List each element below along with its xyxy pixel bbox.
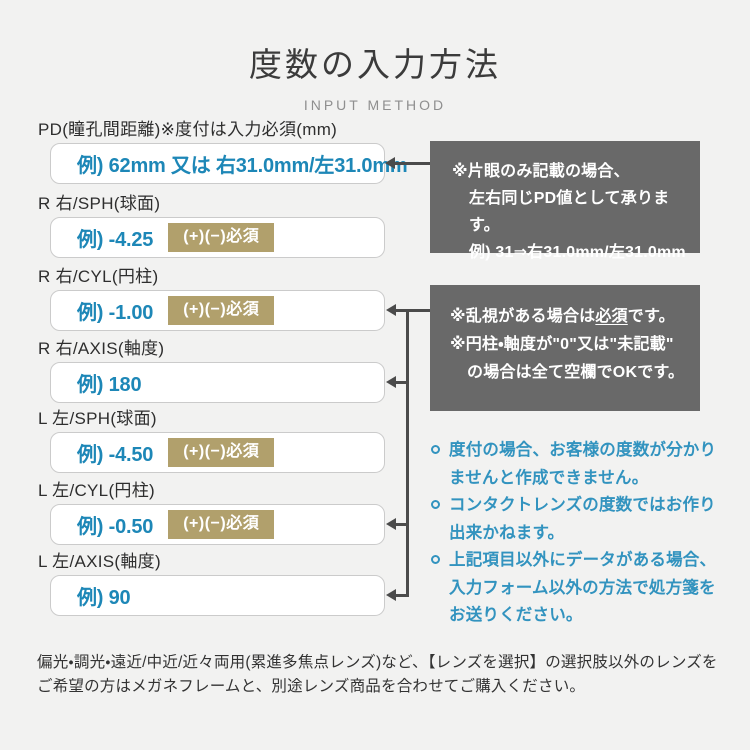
note-text: コンタクトレンズの度数ではお作り出来かねます。: [449, 496, 716, 542]
field-label-r-sph: R 右/SPH(球面): [38, 194, 161, 213]
l-cyl-example-box: 例) -0.50 (+)(−)必須: [50, 504, 385, 545]
header: 度数の入力方法 INPUT METHOD: [0, 38, 750, 113]
arrow-left-icon: [386, 376, 396, 388]
notes-list: 度付の場合、お客様の度数が分かりませんと作成できません。 コンタクトレンズの度数…: [431, 437, 723, 630]
circle-bullet-icon: [431, 445, 440, 454]
l-axis-example-value: 例) 90: [77, 587, 131, 609]
arrow-left-icon: [386, 589, 396, 601]
field-label-pd: PD(瞳孔間距離)※度付は入力必須(mm): [38, 120, 338, 139]
r-axis-example-box: 例) 180: [50, 362, 385, 403]
note-text: 上記項目以外にデータがある場合、入力フォーム以外の方法で処方箋をお送りください。: [449, 551, 717, 624]
field-label-r-cyl: R 右/CYL(円柱): [38, 267, 159, 286]
note-item: 上記項目以外にデータがある場合、入力フォーム以外の方法で処方箋をお送りください。: [431, 547, 723, 630]
astigmatism-note-callout: ※乱視がある場合は必須です。 ※円柱・軸度が"0"又は"未記載" の場合は全て空…: [430, 285, 700, 411]
field-label-l-cyl: L 左/CYL(円柱): [38, 481, 155, 500]
r-axis-example-value: 例) 180: [77, 374, 142, 396]
r-cyl-example-box: 例) -1.00 (+)(−)必須: [50, 290, 385, 331]
l-sph-example-box: 例) -4.50 (+)(−)必須: [50, 432, 385, 473]
connector-pd: [394, 162, 430, 165]
l-axis-example-box: 例) 90: [50, 575, 385, 616]
required-sign-badge: (+)(−)必須: [168, 510, 275, 539]
pd-example-box: 例) 62mm 又は 右31.0mm/左31.0mm: [50, 143, 408, 184]
connector-l-axis: [395, 594, 409, 597]
field-label-r-axis: R 右/AXIS(軸度): [38, 339, 165, 358]
required-sign-badge: (+)(−)必須: [168, 296, 275, 325]
note-item: コンタクトレンズの度数ではお作り出来かねます。: [431, 492, 723, 547]
connector-r-cyl: [395, 309, 430, 312]
arrow-left-icon: [386, 304, 396, 316]
astig-note-line: の場合は全て空欄でOKです。: [467, 364, 685, 381]
pd-note-callout: ※片眼のみ記載の場合、 左右同じPD値として承ります。 例) 31⇒右31.0m…: [430, 141, 700, 261]
field-r-sph: R 右/SPH(球面) 例) -4.25 (+)(−)必須: [38, 194, 385, 258]
pd-note-line: ※片眼のみ記載の場合、: [452, 163, 630, 180]
pd-note-line: 例) 31⇒右31.0mm/左31.0mm: [469, 244, 686, 261]
field-l-cyl: L 左/CYL(円柱) 例) -0.50 (+)(−)必須: [38, 481, 385, 545]
connector-r-axis: [395, 381, 409, 384]
astig-note-line: ※乱視がある場合は必須です。: [450, 308, 675, 325]
page-subtitle: INPUT METHOD: [303, 97, 447, 113]
arrow-left-icon: [385, 157, 395, 169]
pd-note-line: 左右同じPD値として承ります。: [469, 190, 670, 234]
note-text: 度付の場合、お客様の度数が分かりませんと作成できません。: [449, 441, 717, 487]
field-r-cyl: R 右/CYL(円柱) 例) -1.00 (+)(−)必須: [38, 267, 385, 331]
arrow-left-icon: [386, 518, 396, 530]
circle-bullet-icon: [431, 500, 440, 509]
l-sph-example-value: 例) -4.50: [77, 444, 154, 466]
pd-example-value: 例) 62mm 又は 右31.0mm/左31.0mm: [77, 155, 408, 177]
field-pd: PD(瞳孔間距離)※度付は入力必須(mm) 例) 62mm 又は 右31.0mm…: [38, 120, 408, 184]
field-l-axis: L 左/AXIS(軸度) 例) 90: [38, 552, 385, 616]
connector-l-cyl: [395, 523, 409, 526]
astig-note-line: ※円柱・軸度が"0"又は"未記載": [450, 336, 674, 353]
page-title: 度数の入力方法: [249, 46, 501, 83]
field-r-axis: R 右/AXIS(軸度) 例) 180: [38, 339, 385, 403]
circle-bullet-icon: [431, 555, 440, 564]
r-sph-example-box: 例) -4.25 (+)(−)必須: [50, 217, 385, 258]
note-item: 度付の場合、お客様の度数が分かりませんと作成できません。: [431, 437, 723, 492]
required-sign-badge: (+)(−)必須: [168, 223, 275, 252]
connector-trunk: [406, 309, 409, 597]
r-cyl-example-value: 例) -1.00: [77, 302, 154, 324]
field-label-l-sph: L 左/SPH(球面): [38, 409, 157, 428]
required-sign-badge: (+)(−)必須: [168, 438, 275, 467]
l-cyl-example-value: 例) -0.50: [77, 516, 154, 538]
lens-purchase-note: 偏光・調光・遠近/中近/近々両用(累進多焦点レンズ)など、【レンズを選択】の選択…: [37, 654, 718, 695]
r-sph-example-value: 例) -4.25: [77, 229, 154, 251]
field-l-sph: L 左/SPH(球面) 例) -4.50 (+)(−)必須: [38, 409, 385, 473]
field-label-l-axis: L 左/AXIS(軸度): [38, 552, 161, 571]
